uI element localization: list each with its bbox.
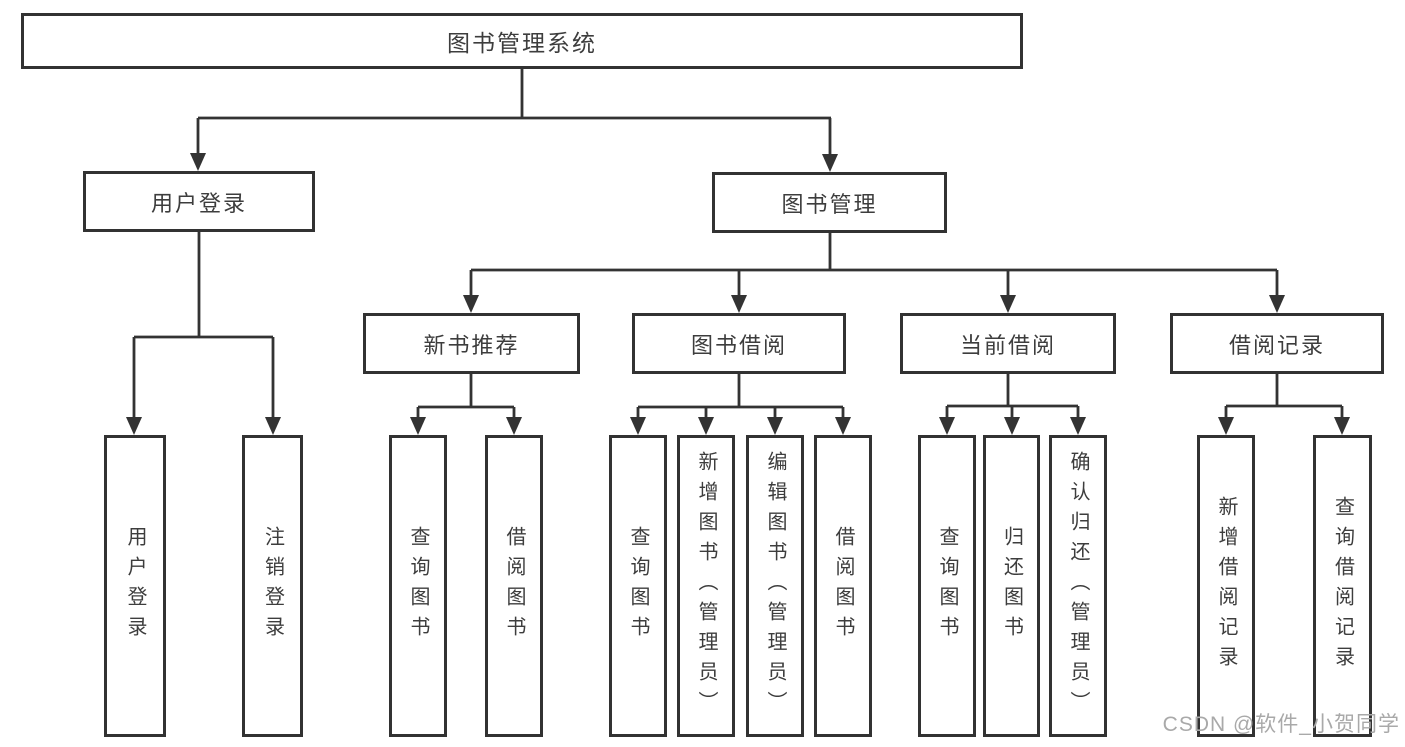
node-label: 借阅图书	[503, 526, 525, 646]
node-book-management: 图书管理	[712, 172, 947, 233]
node-borrowing-records: 借阅记录	[1170, 313, 1384, 374]
node-current-borrowing: 当前借阅	[900, 313, 1116, 374]
node-label: 新书推荐	[423, 332, 520, 358]
leaf-query-borrow-record: 查询借阅记录	[1313, 435, 1372, 737]
node-label: 用户登录	[124, 526, 146, 646]
node-label: 编辑图书（管理员）	[764, 451, 786, 721]
leaf-confirm-return-admin: 确认归还（管理员）	[1049, 435, 1107, 737]
leaf-borrow-books-recommend: 借阅图书	[485, 435, 543, 737]
leaf-edit-books-admin: 编辑图书（管理员）	[746, 435, 804, 737]
node-label: 归还图书	[1000, 526, 1023, 646]
node-user-login: 用户登录	[83, 171, 315, 232]
connector-borrowing-records-to-leaves	[1218, 374, 1350, 435]
node-label: 查询图书	[407, 526, 429, 646]
connector-book-borrowing-to-leaves	[630, 374, 851, 435]
node-label: 确认归还（管理员）	[1067, 451, 1089, 721]
node-label: 图书借阅	[690, 332, 787, 358]
node-label: 借阅图书	[832, 526, 854, 646]
leaf-user-login: 用户登录	[104, 435, 166, 737]
node-label: 新增图书（管理员）	[695, 451, 717, 721]
connector-root-to-level2	[190, 69, 838, 172]
watermark: CSDN @软件_小贺同学	[1162, 713, 1400, 736]
leaf-borrow-books-borrowing: 借阅图书	[814, 435, 872, 737]
node-label: 当前借阅	[959, 332, 1056, 358]
node-label: 图书管理系统	[447, 30, 597, 56]
leaf-query-books-recommend: 查询图书	[389, 435, 447, 737]
node-label: 查询借阅记录	[1331, 496, 1354, 676]
leaf-add-books-admin: 新增图书（管理员）	[677, 435, 735, 737]
leaf-query-books-current: 查询图书	[918, 435, 976, 737]
node-new-book-recommendation: 新书推荐	[363, 313, 580, 374]
leaf-return-books: 归还图书	[983, 435, 1040, 737]
node-book-borrowing: 图书借阅	[632, 313, 846, 374]
leaf-query-books-borrowing: 查询图书	[609, 435, 667, 737]
connector-current-borrowing-to-leaves	[939, 374, 1086, 435]
leaf-logout: 注销登录	[242, 435, 303, 737]
node-label: 用户登录	[150, 190, 247, 216]
leaf-add-borrow-record: 新增借阅记录	[1197, 435, 1255, 737]
connector-new-book-recommendation-to-leaves	[410, 374, 522, 435]
node-label: 新增借阅记录	[1215, 496, 1237, 676]
node-label: 查询图书	[936, 526, 958, 646]
node-label: 注销登录	[261, 526, 284, 646]
node-library-management-system: 图书管理系统	[21, 13, 1023, 69]
node-label: 图书管理	[781, 191, 878, 217]
node-label: 借阅记录	[1228, 332, 1325, 358]
connector-user-login-to-leaves	[126, 232, 281, 435]
connector-book-management-to-level3	[463, 233, 1285, 313]
node-label: 查询图书	[627, 526, 649, 646]
